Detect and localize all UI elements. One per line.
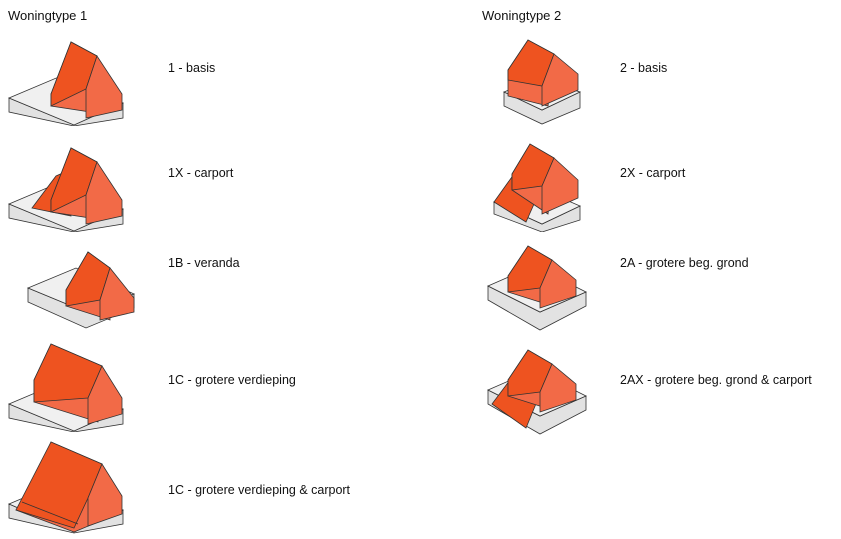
house-diagram-icon [487, 349, 587, 435]
variant-label: 1 - basis [168, 61, 216, 75]
variant-label: 2 - basis [620, 61, 668, 75]
variant-label: 1X - carport [168, 166, 234, 180]
house-diagram-icon [7, 343, 124, 432]
variant-label: 2A - grotere beg. grond [620, 256, 749, 270]
variant-label: 2X - carport [620, 166, 686, 180]
variant-label: 1C - grotere verdieping & carport [168, 483, 351, 497]
variant-label: 1C - grotere verdieping [168, 373, 296, 387]
house-diagram-icon [7, 147, 124, 232]
house-diagram-icon [7, 441, 124, 534]
variant-label: 2AX - grotere beg. grond & carport [620, 373, 812, 387]
column-title-woningtype-2: Woningtype 2 [482, 8, 562, 23]
house-diagram-icon [7, 41, 124, 126]
variant-label: 1B - veranda [168, 256, 240, 270]
house-diagram-icon [487, 245, 587, 331]
house-diagram-icon [26, 251, 136, 329]
house-diagram-icon [503, 39, 582, 125]
house-diagram-icon [492, 143, 581, 232]
column-title-woningtype-1: Woningtype 1 [8, 8, 88, 23]
